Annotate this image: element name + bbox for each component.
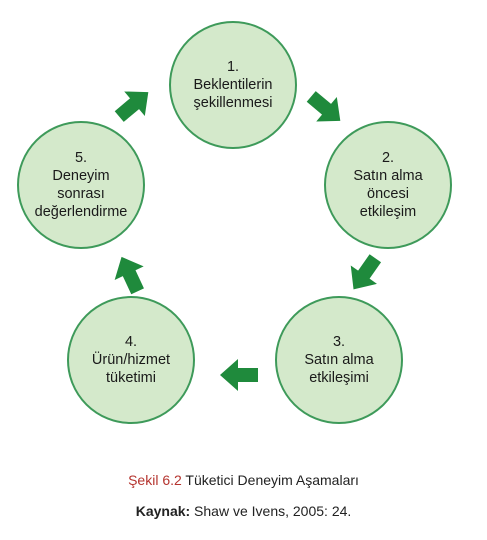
stage-2-text-line: 2.	[382, 150, 394, 166]
figure-source: Kaynak: Shaw ve Ivens, 2005: 24.	[0, 503, 487, 519]
stage-1-circle	[169, 21, 297, 149]
stage-5: 5. Deneyim sonrası değerlendirme	[17, 121, 145, 249]
figure-label: Şekil 6.2	[128, 472, 182, 488]
figure-caption: Şekil 6.2 Tüketici Deneyim Aşamaları	[0, 472, 487, 488]
stage-2-circle	[324, 121, 452, 249]
stage-circles: 1. Beklentilerin şekillenmesi 2. Satın alma ö…	[17, 21, 452, 424]
stage-2: 2. Satın alma öncesi etkileşim	[324, 121, 452, 249]
stage-3: 3. Satın alma etkileşimi	[275, 296, 403, 424]
stage-5-text-line: 5.	[75, 150, 87, 166]
stage-5-circle	[17, 121, 145, 249]
cycle-arrows	[114, 91, 382, 391]
arrow-2-to-3	[350, 254, 382, 290]
stage-4-text-line: Ürün/hizmet	[92, 350, 170, 368]
stage-1-text-line: şekillenmesi	[194, 95, 273, 111]
stage-1-text-line: Beklentilerin	[194, 77, 273, 93]
source-label: Kaynak:	[135, 503, 191, 519]
stage-3-circle	[275, 296, 403, 424]
arrow-3-to-4	[220, 359, 258, 391]
stage-2-text-line: Satın alma	[353, 168, 423, 184]
stage-3-text-line: etkileşimi	[309, 370, 369, 386]
stage-1: 1. Beklentilerin şekillenmesi	[169, 21, 297, 149]
stage-2-text-line: etkileşim	[360, 204, 416, 220]
stage-5-text-line: değerlendirme	[35, 204, 128, 220]
stage-3-text-line: 3.	[333, 334, 345, 350]
stage-2-text-line: öncesi	[367, 186, 409, 202]
figure-title: Tüketici Deneyim Aşamaları	[181, 472, 359, 488]
stage-3-text-line: Satın alma	[304, 352, 374, 368]
stage-5-text-line: sonrası	[57, 186, 105, 202]
arrow-4-to-5	[114, 256, 144, 295]
arrow-1-to-2	[306, 91, 341, 122]
stage-5-text-line: Deneyim	[52, 168, 109, 184]
stage-4-text-line: 4.	[125, 334, 137, 350]
customer-experience-cycle-diagram: 1. Beklentilerin şekillenmesi 2. Satın alma ö…	[17, 21, 452, 424]
stage-1-text-line: 1.	[227, 59, 239, 75]
stage-4: 4.Ürün/hizmet tüketimi	[67, 296, 195, 424]
source-text: Shaw ve Ivens, 2005: 24.	[190, 503, 352, 519]
stage-4-text-line: tüketimi	[106, 370, 156, 386]
stage-4-circle	[67, 296, 195, 424]
arrow-5-to-1	[114, 91, 149, 122]
